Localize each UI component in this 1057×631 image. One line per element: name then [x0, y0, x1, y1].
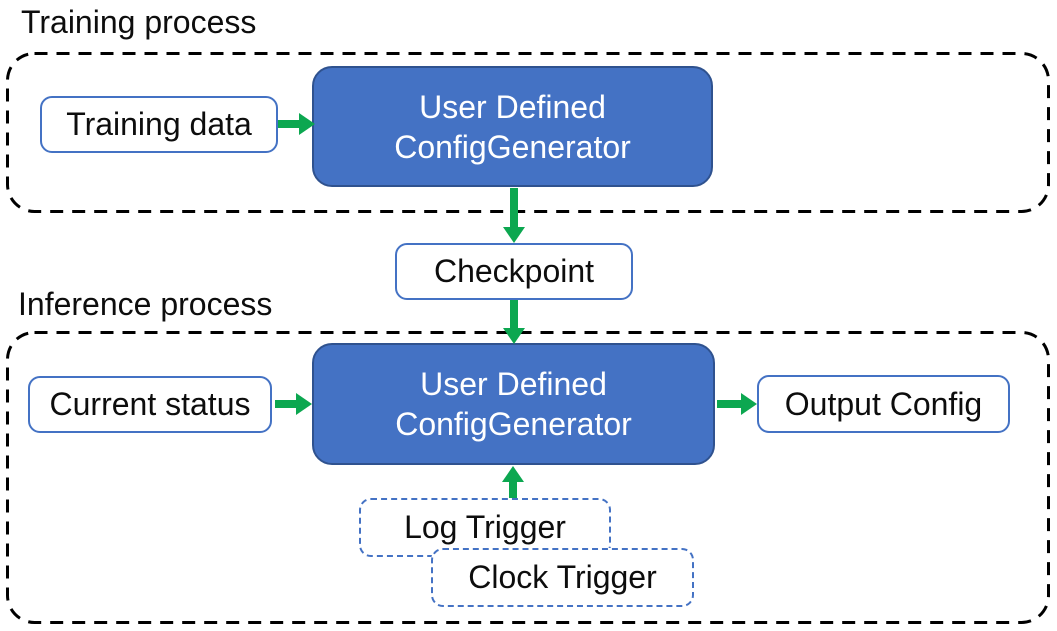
- arrow-head-right-icon: [299, 113, 315, 135]
- clock-trigger-node: Clock Trigger: [431, 548, 694, 607]
- arrow-head-right-icon: [296, 393, 312, 415]
- log-trigger-label: Log Trigger: [404, 509, 566, 545]
- training-data-label: Training data: [66, 106, 252, 142]
- training-config-generator-node: User Defined ConfigGenerator: [312, 66, 713, 187]
- clock-trigger-label: Clock Trigger: [468, 559, 657, 595]
- inference-process-label: Inference process: [18, 286, 273, 322]
- arrow-head-right-icon: [741, 393, 757, 415]
- training-config-generator-label-line1: User Defined: [419, 88, 606, 125]
- arrow-head-down-icon: [503, 227, 525, 243]
- training-process-container: [6, 52, 1050, 213]
- arrow-shaft: [510, 300, 518, 328]
- arrow-head-down-icon: [503, 328, 525, 344]
- inference-config-generator-label-line1: User Defined: [420, 366, 607, 402]
- output-config-node: Output Config: [757, 375, 1010, 433]
- checkpoint-label: Checkpoint: [433, 253, 595, 289]
- current-status-label: Current status: [49, 386, 251, 422]
- inference-config-generator-label-line2: ConfigGenerator: [395, 406, 632, 442]
- arrow-shaft: [278, 120, 299, 128]
- arrow-shaft: [717, 400, 741, 408]
- training-data-to-generator-arrow: [278, 113, 315, 135]
- triggers-to-generator-arrow: [502, 466, 524, 498]
- training-data-node: Training data: [40, 96, 278, 153]
- generator-to-output-config-arrow: [717, 393, 757, 415]
- training-config-generator-label-line2: ConfigGenerator: [394, 128, 631, 165]
- log-trigger-node: Log Trigger: [359, 498, 611, 557]
- inference-config-generator-node: User Defined ConfigGenerator: [312, 343, 715, 465]
- checkpoint-to-generator-arrow: [503, 300, 525, 344]
- current-status-node: Current status: [28, 376, 272, 433]
- current-status-to-generator-arrow: [275, 393, 312, 415]
- checkpoint-node: Checkpoint: [395, 243, 633, 300]
- arrow-shaft: [275, 400, 296, 408]
- inference-process-container: [6, 331, 1050, 624]
- arrow-head-up-icon: [502, 466, 524, 482]
- generator-to-checkpoint-arrow: [503, 188, 525, 243]
- output-config-label: Output Config: [784, 385, 983, 422]
- arrow-shaft: [509, 482, 517, 498]
- arrow-shaft: [510, 188, 518, 227]
- training-process-label: Training process: [21, 4, 257, 40]
